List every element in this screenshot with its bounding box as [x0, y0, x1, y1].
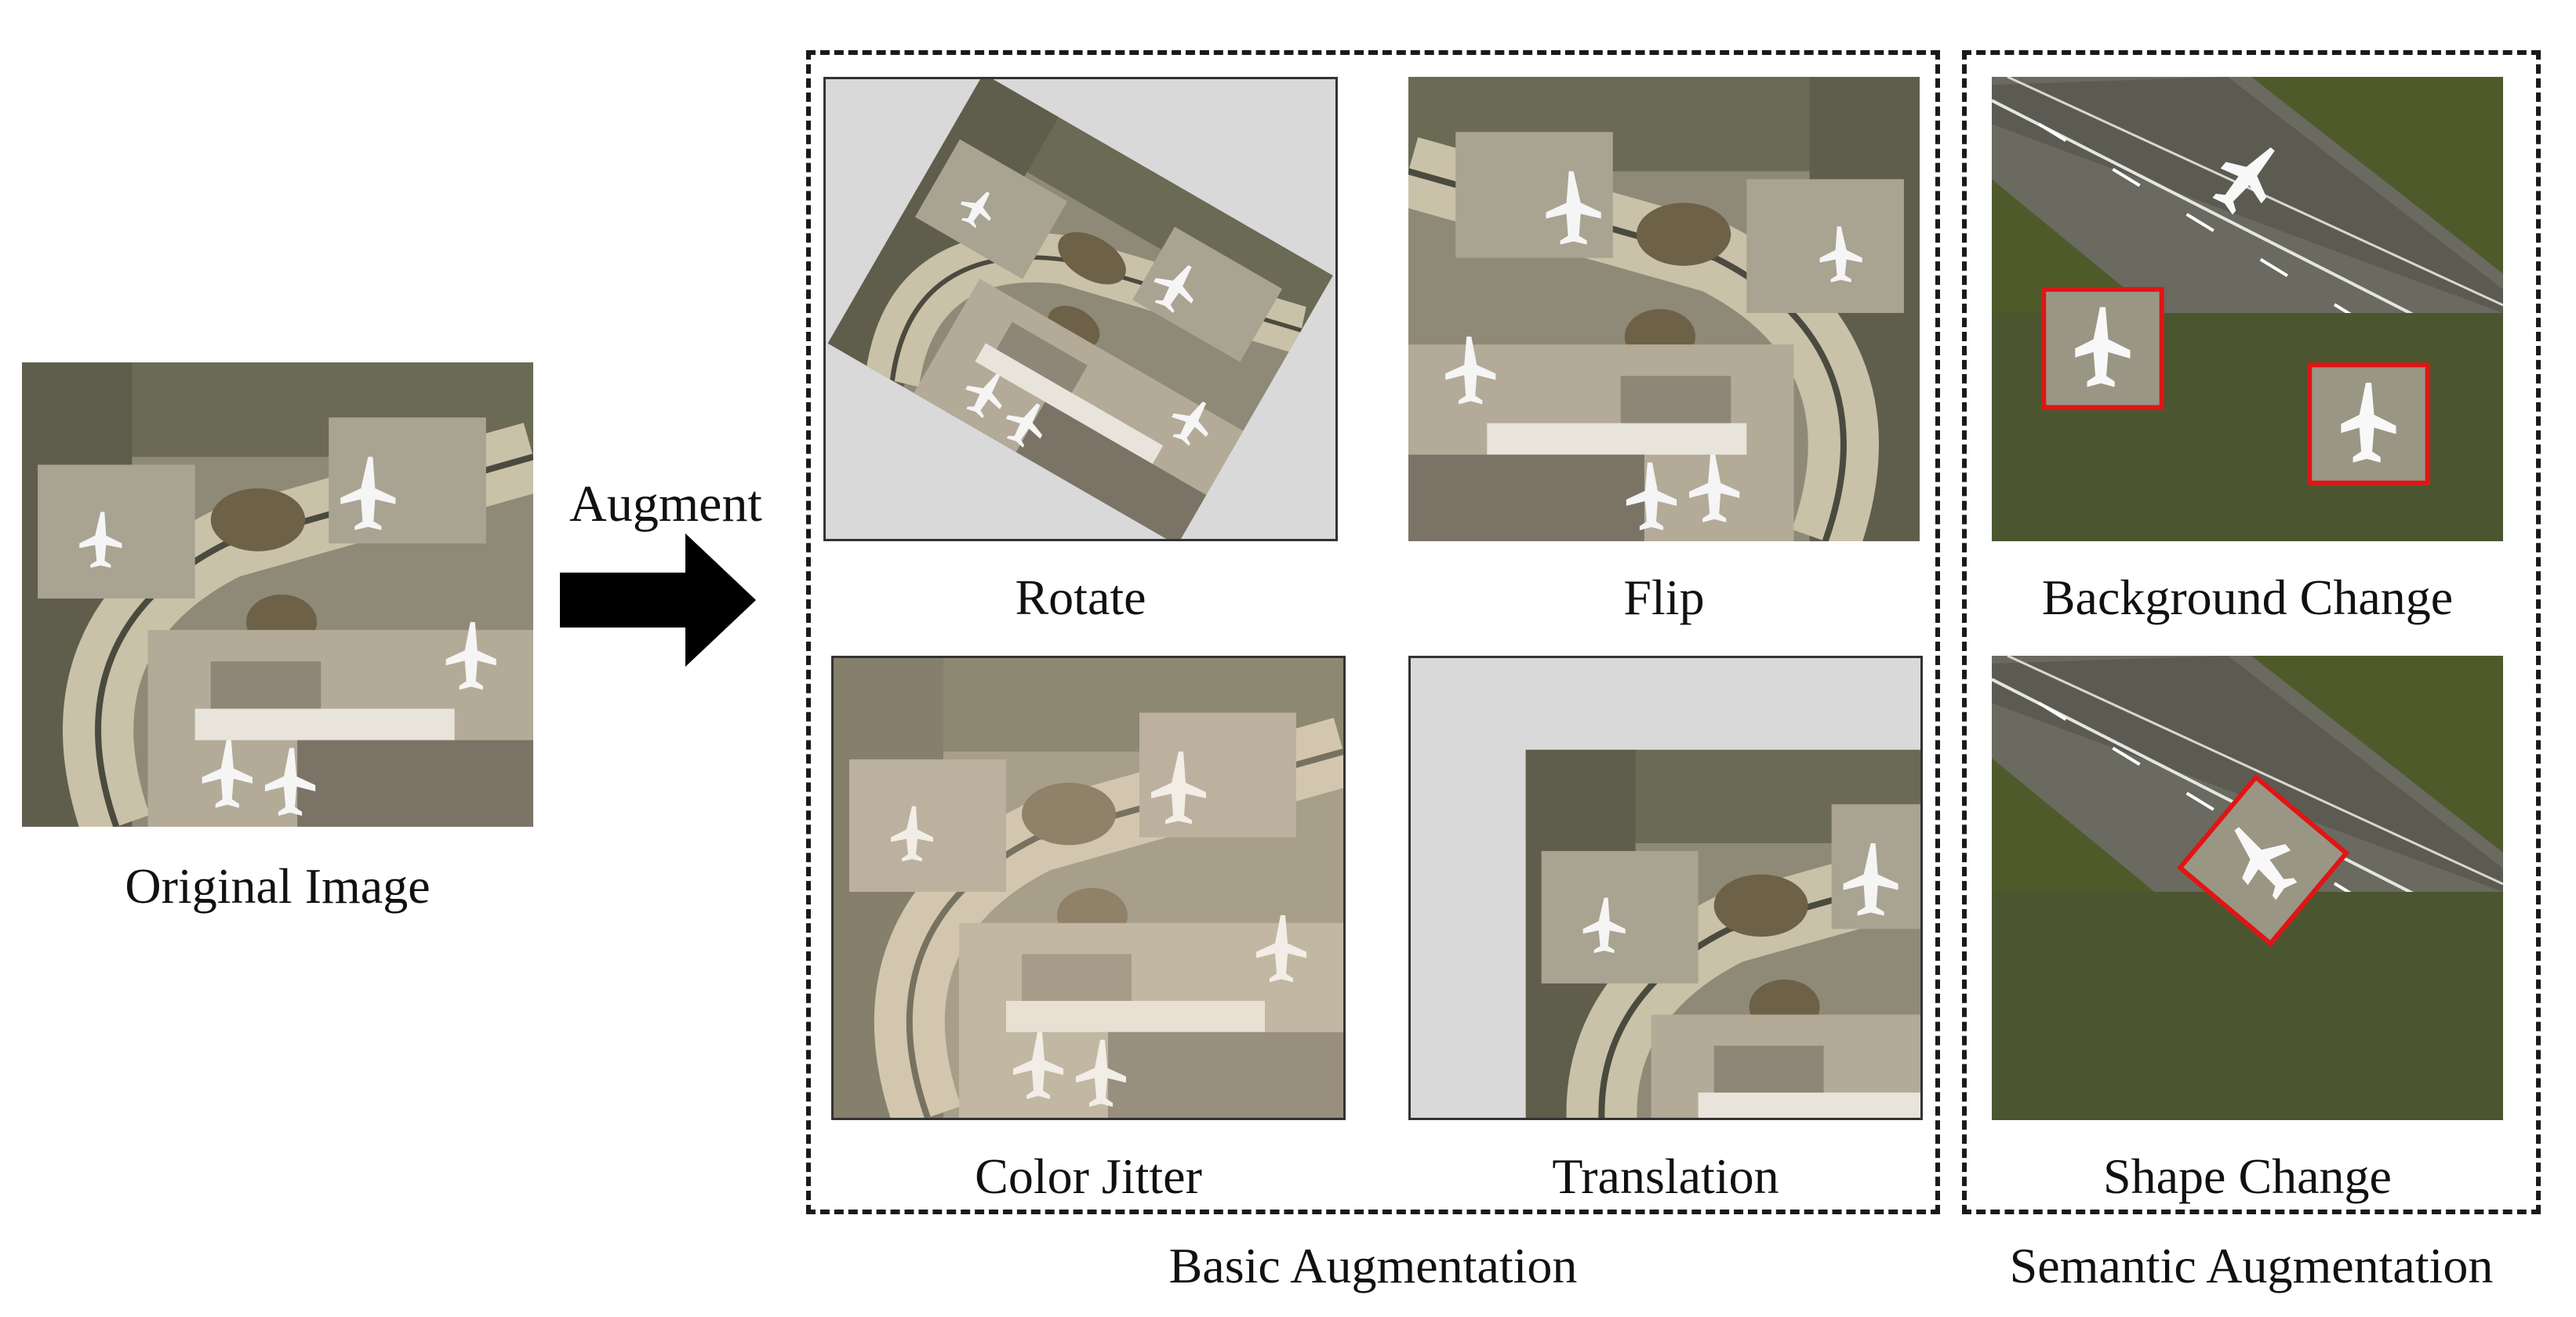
basic-augmentation-box	[806, 50, 1940, 1214]
original-image-caption: Original Image	[125, 858, 431, 914]
bounding-box	[2307, 362, 2430, 486]
flip-image	[1408, 77, 1920, 541]
rotate-caption: Rotate	[1015, 569, 1146, 625]
shape-change-image	[1992, 656, 2503, 1120]
background-change-image	[1992, 77, 2503, 541]
flip-caption: Flip	[1623, 569, 1705, 625]
bounding-box	[2176, 773, 2350, 948]
semantic-augmentation-box	[1962, 50, 2541, 1214]
semantic-augmentation-label: Semantic Augmentation	[2009, 1238, 2494, 1293]
bounding-box	[2041, 286, 2164, 410]
color-jitter-image	[831, 656, 1346, 1120]
original-image	[22, 362, 533, 827]
arrow-right-icon	[560, 533, 756, 667]
basic-augmentation-label: Basic Augmentation	[1168, 1238, 1578, 1293]
rotate-image	[823, 77, 1338, 541]
color-jitter-caption: Color Jitter	[975, 1148, 1202, 1204]
translation-caption: Translation	[1552, 1148, 1779, 1204]
shape-change-caption: Shape Change	[2103, 1148, 2392, 1204]
augment-label: Augment	[569, 475, 762, 533]
translation-image	[1408, 656, 1923, 1120]
background-change-caption: Background Change	[2041, 569, 2454, 625]
